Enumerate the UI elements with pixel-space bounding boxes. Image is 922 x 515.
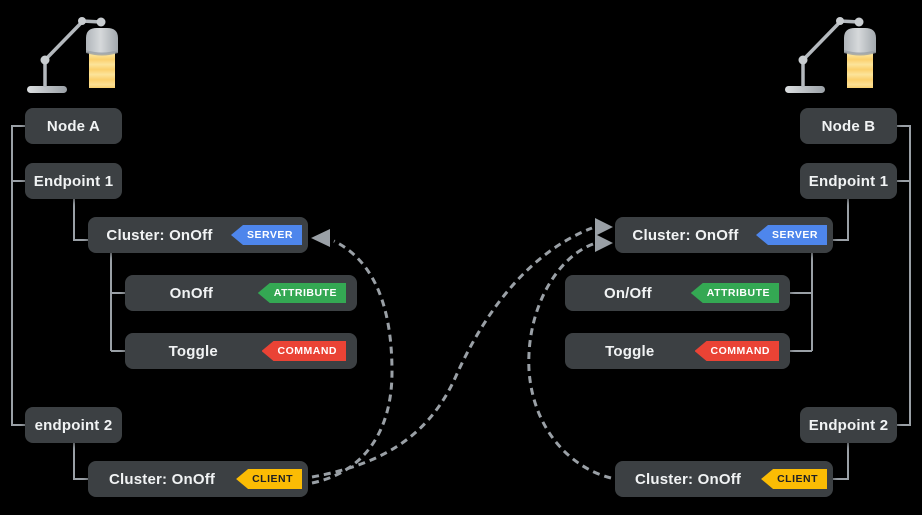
arrow-left-client-to-right-server [311,226,593,479]
node-b-box: Node B [800,108,897,144]
cluster-onoff-client-left-box: Cluster: OnOff CLIENT [88,461,308,497]
command-toggle-right-box: Toggle COMMAND [565,333,790,369]
arrowhead-icon [595,234,613,252]
cluster-onoff-server-left-box: Cluster: OnOff SERVER [88,217,308,253]
node-a-label: Node A [46,117,101,135]
cluster-onoff-server-right-box: Cluster: OnOff SERVER [615,217,833,253]
client-badge: CLIENT [761,469,827,489]
endpoint-2-right-label: Endpoint 2 [808,416,889,434]
server-badge: SERVER [231,225,302,245]
endpoint-2-left-label: endpoint 2 [34,416,113,434]
arrow-left-client-to-left-server [311,239,394,485]
attribute-onoff-left-box: OnOff ATTRIBUTE [125,275,357,311]
endpoint-1-left-label: Endpoint 1 [33,172,114,190]
cluster-label: Cluster: OnOff [632,226,739,244]
command-label: Toggle [168,342,218,360]
endpoint-2-right-box: Endpoint 2 [800,407,897,443]
command-toggle-left-box: Toggle COMMAND [125,333,357,369]
command-badge: COMMAND [694,341,779,361]
node-b-label: Node B [821,117,876,135]
attribute-onoff-right-box: On/Off ATTRIBUTE [565,275,790,311]
cluster-label: Cluster: OnOff [106,226,213,244]
client-badge: CLIENT [236,469,302,489]
server-badge: SERVER [756,225,827,245]
cluster-label: Cluster: OnOff [108,470,216,488]
command-badge: COMMAND [261,341,346,361]
cluster-onoff-client-right-box: Cluster: OnOff CLIENT [615,461,833,497]
cluster-label: Cluster: OnOff [634,470,742,488]
endpoint-1-right-box: Endpoint 1 [800,163,897,199]
attribute-label: OnOff [169,284,214,302]
attribute-badge: ATTRIBUTE [690,283,779,303]
endpoint-1-right-label: Endpoint 1 [808,172,889,190]
endpoint-2-left-box: endpoint 2 [25,407,122,443]
desk-lamp-icon [25,15,120,95]
command-label: Toggle [605,342,655,360]
node-a-box: Node A [25,108,122,144]
attribute-label: On/Off [603,284,652,302]
arrowhead-icon [311,229,330,247]
desk-lamp-icon [783,15,878,95]
attribute-badge: ATTRIBUTE [257,283,346,303]
tree-connector-lines [11,125,911,480]
arrowhead-icon [595,218,613,236]
arrow-right-client-to-right-server [527,242,612,480]
endpoint-1-left-box: Endpoint 1 [25,163,122,199]
